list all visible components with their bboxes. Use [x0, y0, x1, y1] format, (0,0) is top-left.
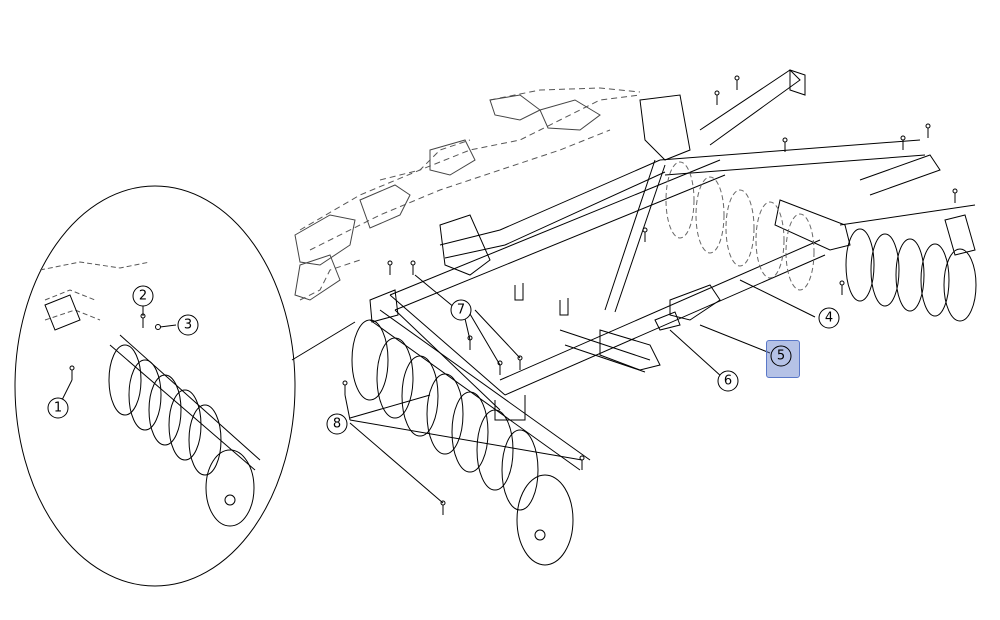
bolts	[342, 75, 958, 515]
leader-lines	[61, 274, 816, 504]
front-disc-gang	[351, 309, 591, 566]
callout-3[interactable]: 3	[177, 314, 199, 336]
callout-2[interactable]: 2	[132, 285, 154, 307]
callout-4-label: 4	[825, 311, 833, 326]
rear-disc-gang	[665, 161, 815, 291]
callouts: 1 2 3 4 6 7 8	[47, 285, 840, 435]
callout-2-label: 2	[139, 289, 147, 304]
callout-3-label: 3	[184, 318, 192, 333]
detail-pointer-line	[291, 321, 356, 361]
inset-disc-gang	[39, 261, 261, 527]
callout-6[interactable]: 6	[717, 370, 739, 392]
background-frame-body	[294, 94, 601, 301]
callout-7[interactable]: 7	[450, 299, 472, 321]
callout-7-label: 7	[457, 303, 465, 318]
detail-inset-ellipse	[14, 185, 296, 587]
callout-5-highlight[interactable]: 5	[766, 340, 800, 378]
callout-5-label: 5	[777, 349, 785, 364]
callout-1-label: 1	[54, 401, 62, 416]
background-frame-outline	[299, 87, 641, 301]
callout-4[interactable]: 4	[818, 307, 840, 329]
callout-8[interactable]: 8	[326, 413, 348, 435]
callout-1[interactable]: 1	[47, 397, 69, 419]
callout-8-label: 8	[333, 417, 341, 432]
callout-5: 5	[770, 345, 792, 367]
callout-6-label: 6	[724, 374, 732, 389]
main-frame	[369, 69, 941, 421]
right-disc-gang	[839, 204, 977, 322]
